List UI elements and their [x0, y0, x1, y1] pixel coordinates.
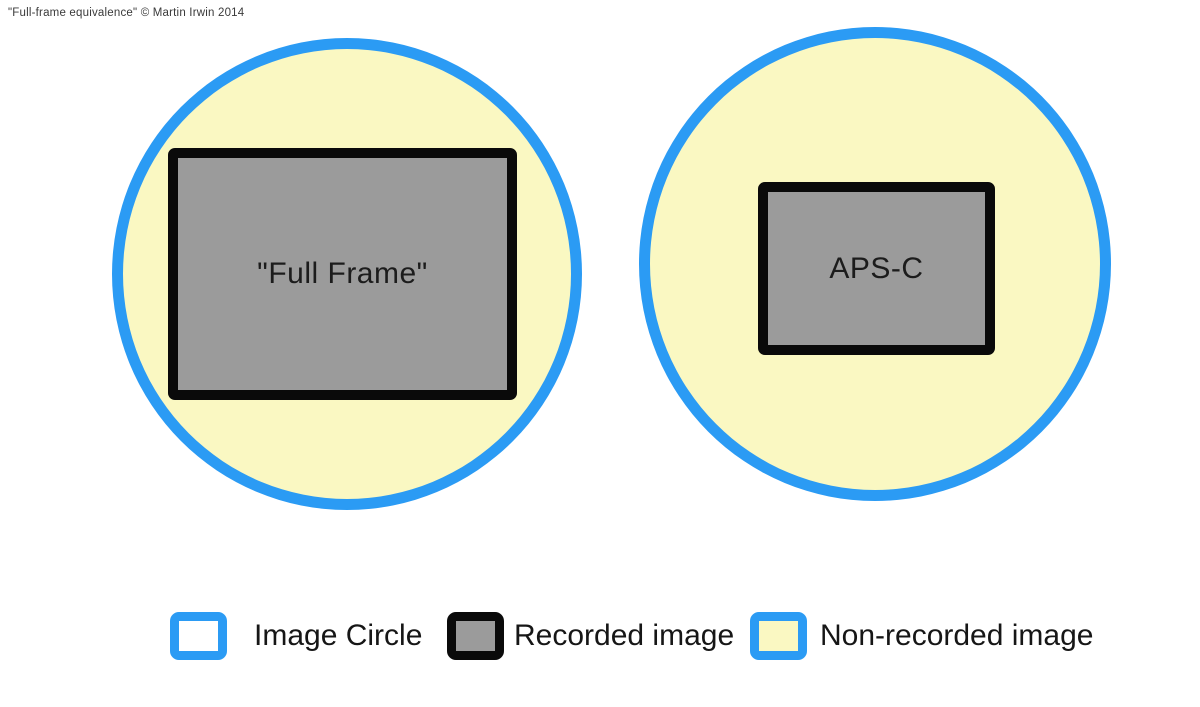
legend-item-image-circle: Image Circle: [170, 612, 422, 660]
full-frame-sensor-rect: "Full Frame": [168, 148, 517, 400]
legend-label-image-circle: Image Circle: [254, 619, 423, 652]
legend-item-recorded-image: Recorded image: [447, 612, 734, 660]
legend-item-non-recorded-image: Non-recorded image: [750, 612, 1093, 660]
legend-swatch-non-recorded-image: [750, 612, 807, 660]
aps-c-sensor-rect: APS-C: [758, 182, 995, 355]
legend-label-non-recorded-image: Non-recorded image: [820, 619, 1094, 652]
credit-text: "Full-frame equivalence" © Martin Irwin …: [8, 7, 245, 19]
full-frame-label: "Full Frame": [257, 257, 428, 290]
legend-label-recorded-image: Recorded image: [514, 619, 735, 652]
aps-c-label: APS-C: [829, 251, 924, 285]
legend-swatch-recorded-image: [447, 612, 504, 660]
legend-swatch-image-circle: [170, 612, 227, 660]
